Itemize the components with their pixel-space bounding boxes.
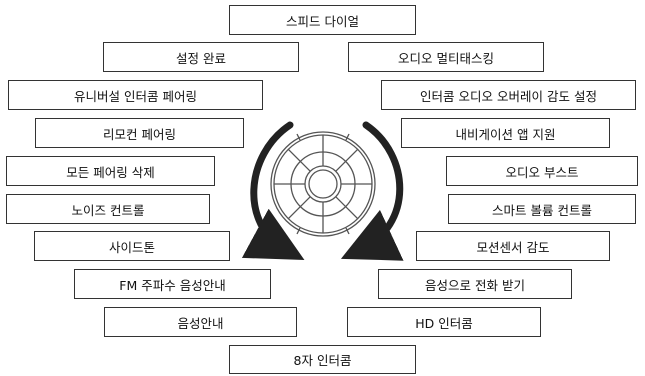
rotate-arrows-icon	[241, 121, 404, 261]
menu-item-right-3[interactable]: 내비게이션 앱 지원	[401, 118, 610, 148]
menu-item-left-7[interactable]: FM 주파수 음성안내	[74, 269, 271, 299]
menu-item-left-6[interactable]: 사이드톤	[34, 231, 230, 261]
menu-item-top[interactable]: 스피드 다이얼	[229, 5, 416, 35]
menu-item-left-4[interactable]: 모든 페어링 삭제	[6, 156, 215, 186]
menu-item-right-1[interactable]: 오디오 멀티태스킹	[348, 42, 544, 72]
menu-item-right-4[interactable]: 오디오 부스트	[446, 156, 638, 186]
menu-item-left-8[interactable]: 음성안내	[104, 307, 297, 337]
menu-item-right-5[interactable]: 스마트 볼륨 컨트롤	[448, 194, 636, 224]
menu-item-right-7[interactable]: 음성으로 전화 받기	[378, 269, 572, 299]
left-rotate-arrow-icon	[241, 121, 305, 261]
menu-item-left-2[interactable]: 유니버설 인터콤 페어링	[8, 80, 263, 110]
menu-item-right-6[interactable]: 모션센서 감도	[416, 231, 610, 261]
right-rotate-arrow-icon	[340, 121, 404, 261]
menu-item-left-3[interactable]: 리모컨 페어링	[35, 118, 244, 148]
menu-item-right-8[interactable]: HD 인터콤	[347, 307, 541, 337]
menu-item-left-5[interactable]: 노이즈 컨트롤	[6, 194, 210, 224]
jog-dial-icon	[270, 131, 376, 237]
menu-item-left-1[interactable]: 설정 완료	[103, 42, 299, 72]
menu-item-bottom[interactable]: 8자 인터콤	[229, 345, 416, 374]
menu-item-right-2[interactable]: 인터콤 오디오 오버레이 감도 설정	[381, 80, 636, 110]
